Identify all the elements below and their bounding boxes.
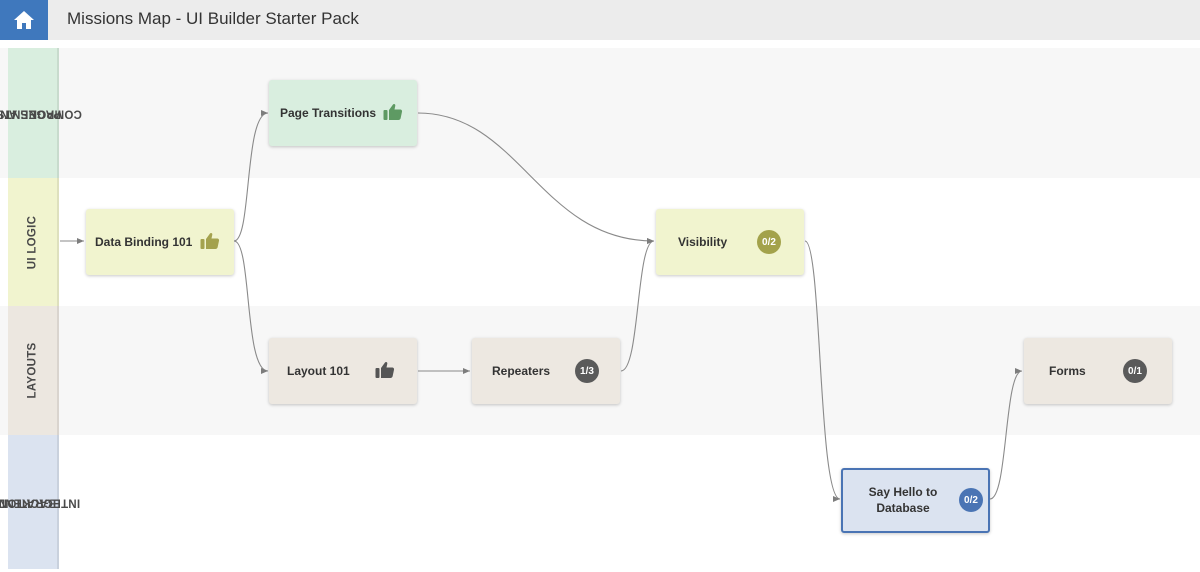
connector-data-binding-to-page-transitions bbox=[233, 110, 269, 242]
lane-label-layouts: LAYOUTS bbox=[8, 306, 59, 435]
mission-title: Repeaters bbox=[492, 364, 551, 378]
mission-title: Layout 101 bbox=[287, 364, 350, 378]
mission-title: Visibility bbox=[678, 235, 728, 249]
lane-band-backend bbox=[0, 435, 1200, 572]
mission-title: Forms bbox=[1049, 364, 1086, 378]
mission-card-forms[interactable]: Forms 0/1 bbox=[1024, 338, 1172, 404]
home-icon bbox=[14, 11, 34, 29]
mission-card-visibility[interactable]: Visibility 0/2 bbox=[656, 209, 804, 275]
header-bar: Missions Map - UI Builder Starter Pack bbox=[0, 0, 1200, 40]
thumbs-up-icon bbox=[383, 104, 403, 120]
connector-say-hello-to-forms bbox=[989, 368, 1023, 500]
connector-page-transitions-to-visibility bbox=[417, 112, 655, 244]
progress-badge: 0/2 bbox=[959, 488, 983, 512]
mission-title: Page Transitions bbox=[280, 106, 377, 120]
connector-repeaters-to-visibility bbox=[620, 238, 655, 372]
mission-card-layout-101[interactable]: Layout 101 bbox=[269, 338, 417, 404]
home-button[interactable] bbox=[0, 0, 48, 40]
connector-visibility-to-say-hello bbox=[804, 240, 841, 502]
progress-badge: 0/1 bbox=[1123, 359, 1147, 383]
thumbs-up-icon bbox=[200, 233, 220, 249]
mission-card-data-binding-101[interactable]: Data Binding 101 bbox=[86, 209, 234, 275]
lane-band-pages bbox=[0, 48, 1200, 178]
mission-title: Data Binding 101 bbox=[95, 235, 193, 249]
page-title: Missions Map - UI Builder Starter Pack bbox=[67, 9, 359, 28]
thumbs-up-icon bbox=[375, 362, 395, 378]
progress-badge: 0/2 bbox=[757, 230, 781, 254]
progress-badge: 1/3 bbox=[575, 359, 599, 383]
connector-data-binding-to-layout-101 bbox=[233, 240, 269, 374]
mission-card-page-transitions[interactable]: Page Transitions bbox=[269, 80, 417, 146]
lane-label-ui-logic: UI LOGIC bbox=[8, 178, 59, 306]
mission-card-repeaters[interactable]: Repeaters 1/3 bbox=[472, 338, 620, 404]
lane-label-pages-and-components: PAGES ANDCOMPONENTS bbox=[0, 48, 82, 178]
